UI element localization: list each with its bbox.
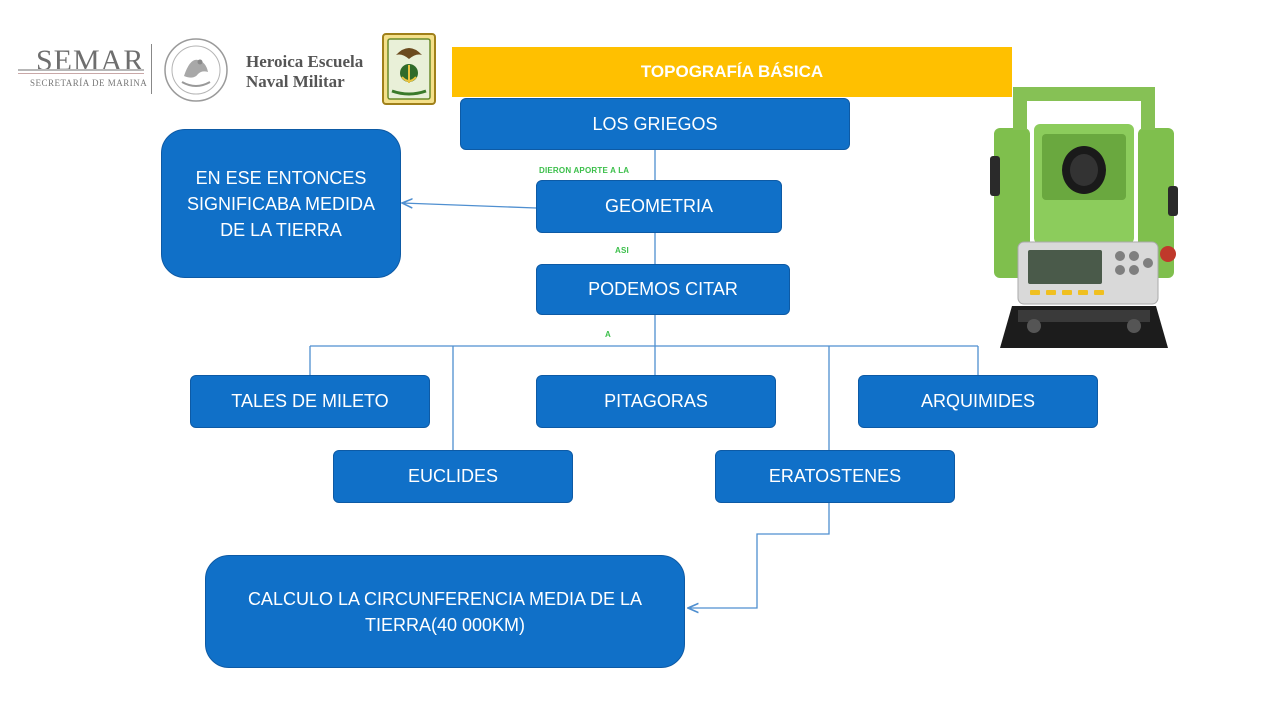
edge-geometria-definicion xyxy=(402,203,537,208)
node-tales-de-mileto: TALES DE MILETO xyxy=(190,375,430,428)
node-podemos-citar: PODEMOS CITAR xyxy=(536,264,790,315)
total-station-instrument-icon xyxy=(990,87,1178,348)
node-calculo: CALCULO LA CIRCUNFERENCIA MEDIA DE LA TI… xyxy=(205,555,685,668)
node-eratostenes: ERATOSTENES xyxy=(715,450,955,503)
edge-eratostenes-calculo xyxy=(688,503,830,608)
semar-rule xyxy=(18,69,144,71)
edge-label-dieron: DIERON APORTE A LA xyxy=(539,166,630,175)
semar-wordmark: SEMAR xyxy=(36,44,145,77)
node-definicion: EN ESE ENTONCES SIGNIFICABA MEDIDA DE LA… xyxy=(161,129,401,278)
school-name-line1: Heroica Escuela xyxy=(246,52,364,71)
naval-school-crest-icon xyxy=(382,33,436,105)
semar-rule-accent xyxy=(18,73,144,74)
node-pitagoras: PITAGORAS xyxy=(536,375,776,428)
title-banner: TOPOGRAFÍA BÁSICA xyxy=(452,47,1012,97)
node-arquimides: ARQUIMIDES xyxy=(858,375,1098,428)
mexico-seal-icon xyxy=(164,38,228,102)
node-geometria: GEOMETRIA xyxy=(536,180,782,233)
logo-divider xyxy=(151,44,152,94)
school-name: Heroica Escuela Naval Militar xyxy=(246,52,363,92)
edge-label-a: A xyxy=(605,330,611,339)
semar-subtitle: SECRETARÍA DE MARINA xyxy=(30,78,148,88)
node-euclides: EUCLIDES xyxy=(333,450,573,503)
school-name-line2: Naval Militar xyxy=(246,72,345,91)
edge-label-asi: ASI xyxy=(615,246,629,255)
node-los-griegos: LOS GRIEGOS xyxy=(460,98,850,150)
